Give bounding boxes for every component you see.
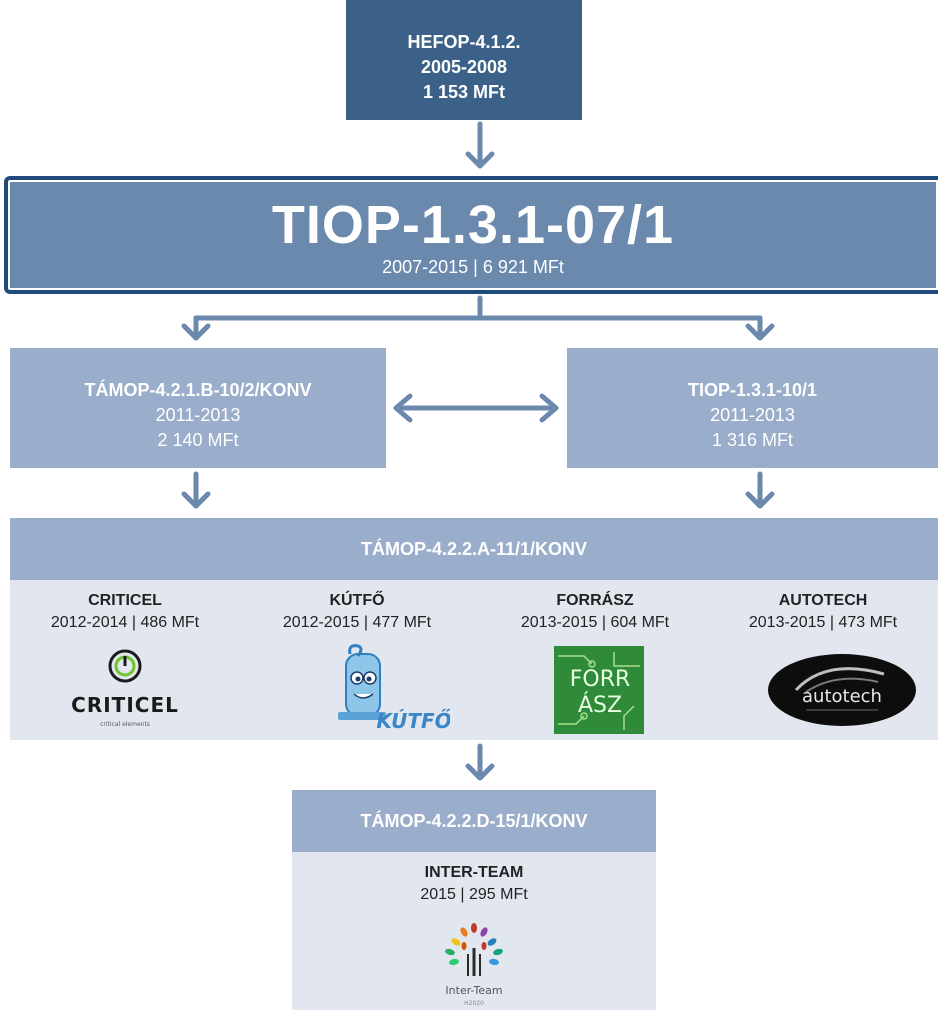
forrasz-logo-text-1: FORR bbox=[570, 667, 631, 692]
inter-team-logo-sub: H2020 bbox=[464, 1000, 484, 1007]
projects-panel: CRITICEL 2012-2014 | 486 MFt CRITICEL cr… bbox=[10, 580, 938, 740]
arrow-panel-to-band2 bbox=[465, 743, 495, 781]
tamop-422d-code: TÁMOP-4.2.2.D-15/1/KONV bbox=[360, 811, 588, 831]
forrasz-logo-text-2: ÁSZ bbox=[578, 692, 622, 718]
arrow-hefop-to-tiop bbox=[465, 121, 495, 169]
forrasz-logo: FORR ÁSZ bbox=[554, 646, 644, 734]
project-detail: 2012-2015 | 477 MFt bbox=[282, 614, 432, 631]
criticel-logo-tagline: critical elements bbox=[100, 721, 150, 728]
tiop-1310-box: TIOP-1.3.1-10/1 2011-2013 1 316 MFt bbox=[567, 348, 938, 468]
tamop-421b-box: TÁMOP-4.2.1.B-10/2/KONV 2011-2013 2 140 … bbox=[10, 348, 386, 468]
project-name: KÚTFŐ bbox=[329, 592, 385, 609]
tiop-main-detail: 2007-2015 | 6 921 MFt bbox=[382, 257, 564, 277]
hefop-code: HEFOP-4.1.2. bbox=[407, 32, 521, 52]
project-detail: 2013-2015 | 604 MFt bbox=[520, 614, 670, 631]
project-name: FORRÁSZ bbox=[556, 592, 634, 609]
project-autotech: AUTOTECH 2013-2015 | 473 MFt bbox=[708, 590, 938, 634]
tiop-1310-amount: 1 316 MFt bbox=[711, 430, 794, 450]
hefop-box: HEFOP-4.1.2. 2005-2008 1 153 MFt bbox=[346, 0, 582, 120]
tamop-422a-band: TÁMOP-4.2.2.A-11/1/KONV bbox=[10, 518, 938, 580]
tamop-421b-code: TÁMOP-4.2.1.B-10/2/KONV bbox=[84, 380, 312, 400]
project-name: INTER-TEAM bbox=[424, 864, 524, 881]
project-name: AUTOTECH bbox=[778, 592, 868, 609]
kutfo-logo-text: KÚTFŐ bbox=[376, 709, 450, 733]
tamop-421b-amount: 2 140 MFt bbox=[157, 430, 239, 450]
project-name: CRITICEL bbox=[88, 592, 162, 609]
project-detail: 2013-2015 | 473 MFt bbox=[748, 614, 898, 631]
inter-team-logo-text: Inter-Team bbox=[445, 984, 502, 997]
tamop-422a-code: TÁMOP-4.2.2.A-11/1/KONV bbox=[360, 539, 588, 559]
project-kutfo: KÚTFŐ 2012-2015 | 477 MFt bbox=[242, 590, 472, 634]
arrow-bidirectional bbox=[393, 393, 559, 423]
tamop-421b-years: 2011-2013 bbox=[155, 405, 241, 425]
criticel-logo-text: CRITICEL bbox=[71, 693, 179, 717]
tamop-422d-band: TÁMOP-4.2.2.D-15/1/KONV bbox=[292, 790, 656, 852]
tiop-main-box: TIOP-1.3.1-07/1 2007-2015 | 6 921 MFt bbox=[4, 176, 938, 294]
autotech-logo-text: autotech bbox=[802, 686, 882, 707]
project-inter-team: INTER-TEAM 2015 | 295 MFt bbox=[359, 862, 589, 906]
project-detail: 2015 | 295 MFt bbox=[420, 886, 528, 903]
hefop-amount: 1 153 MFt bbox=[422, 82, 506, 102]
tiop-main-code: TIOP-1.3.1-07/1 bbox=[271, 195, 675, 255]
project-criticel: CRITICEL 2012-2014 | 486 MFt bbox=[10, 590, 240, 634]
tiop-1310-years: 2011-2013 bbox=[710, 405, 795, 425]
tiop-1310-code: TIOP-1.3.1-10/1 bbox=[687, 380, 818, 400]
arrow-tiop-split bbox=[181, 295, 775, 341]
project-detail: 2012-2014 | 486 MFt bbox=[50, 614, 200, 631]
project-forrasz: FORRÁSZ 2013-2015 | 604 MFt bbox=[480, 590, 710, 634]
inter-team-panel: INTER-TEAM 2015 | 295 MFt Inter-Team H20… bbox=[292, 852, 656, 1010]
autotech-logo: autotech bbox=[768, 654, 916, 726]
criticel-logo: CRITICEL critical elements bbox=[71, 649, 179, 728]
hefop-years: 2005-2008 bbox=[420, 57, 508, 77]
kutfo-logo: KÚTFŐ bbox=[338, 644, 450, 733]
arrow-right-to-band bbox=[745, 471, 775, 509]
inter-team-logo: Inter-Team H2020 bbox=[445, 923, 503, 1007]
arrow-left-to-band bbox=[181, 471, 211, 509]
